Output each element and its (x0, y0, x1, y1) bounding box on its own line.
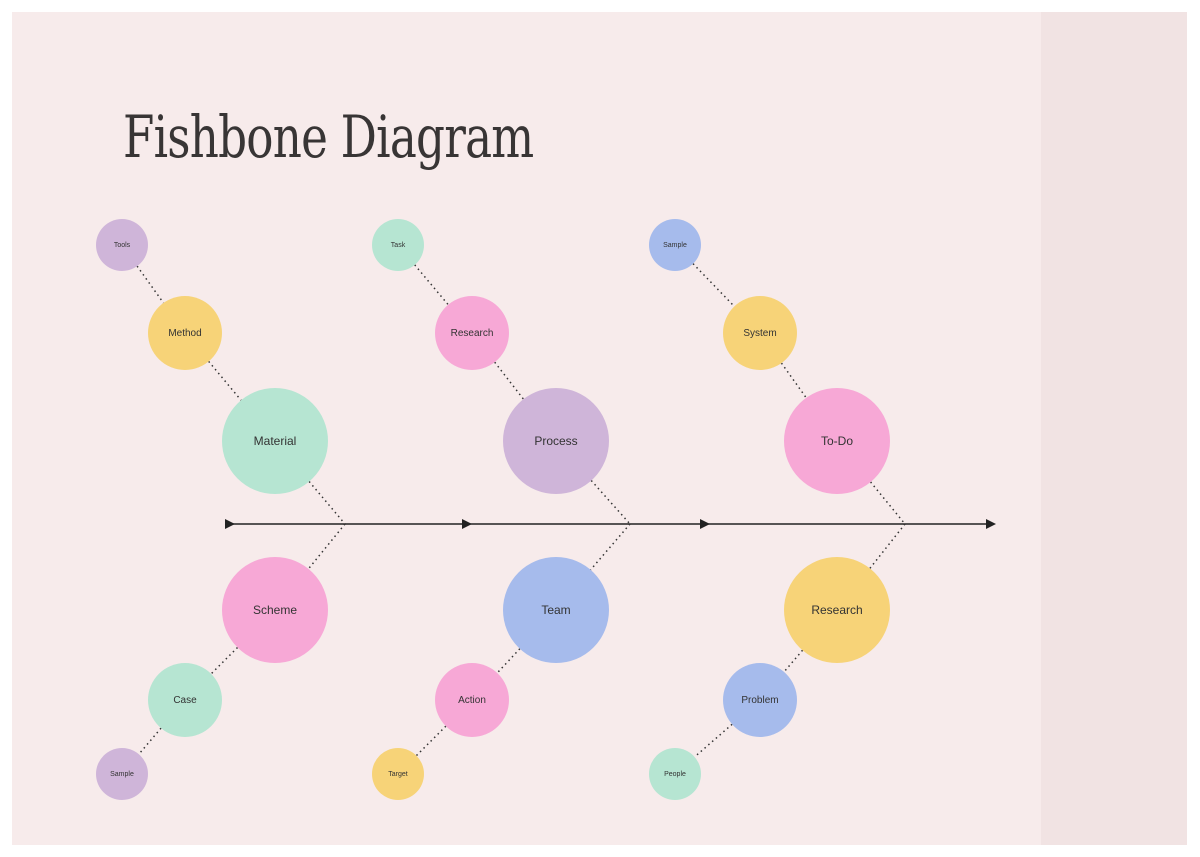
cause-node-tools[interactable]: Tools (96, 219, 148, 271)
cause-node-target[interactable]: Target (372, 748, 424, 800)
node-label: Tools (113, 241, 131, 249)
dotted-connector (869, 523, 906, 569)
dotted-connector (496, 648, 521, 674)
cause-node-people[interactable]: People (649, 748, 701, 800)
node-label: Team (541, 603, 571, 617)
cause-node-method[interactable]: Method (148, 296, 222, 370)
node-label: Process (534, 434, 578, 448)
dotted-connector (590, 480, 631, 525)
arrowhead-icon (462, 519, 472, 529)
cause-node-process[interactable]: Process (503, 388, 609, 494)
node-label: Case (173, 694, 197, 706)
node-label: Research (811, 603, 863, 617)
dotted-connector (590, 523, 631, 571)
node-label: Task (390, 241, 406, 249)
arrowhead-icon (700, 519, 710, 529)
cause-node-material[interactable]: Material (222, 388, 328, 494)
dotted-connector (494, 361, 525, 400)
node-label: Sample (663, 241, 687, 249)
diagram-title: Fishbone Diagram (123, 103, 534, 171)
node-label: To-Do (820, 434, 853, 448)
node-label: Research (450, 327, 494, 339)
dotted-connector (308, 481, 346, 525)
cause-node-research[interactable]: Research (435, 296, 509, 370)
node-label: People (664, 770, 686, 778)
bones (136, 263, 906, 758)
node-label: Sample (110, 770, 134, 778)
cause-node-system[interactable]: System (723, 296, 797, 370)
node-label: Method (168, 327, 202, 339)
node-label: Material (253, 434, 297, 448)
dotted-connector (694, 723, 733, 758)
cause-node-team[interactable]: Team (503, 557, 609, 663)
arrowhead-icon (986, 519, 996, 529)
cause-node-research[interactable]: Research (784, 557, 890, 663)
node-label: Target (388, 770, 408, 778)
dotted-connector (136, 265, 165, 304)
dotted-connector (210, 646, 239, 675)
side-panel (1041, 12, 1187, 845)
cause-node-sample[interactable]: Sample (649, 219, 701, 271)
dotted-connector (780, 362, 807, 399)
cause-node-to-do[interactable]: To-Do (784, 388, 890, 494)
node-label: Action (458, 694, 486, 706)
node-label: System (743, 327, 777, 339)
dotted-connector (692, 263, 735, 307)
cause-node-action[interactable]: Action (435, 663, 509, 737)
spine (225, 519, 996, 529)
cause-node-case[interactable]: Case (148, 663, 222, 737)
dotted-connector (208, 360, 242, 401)
node-label: Problem (741, 694, 779, 706)
arrowhead-icon (225, 519, 235, 529)
dotted-connector (783, 649, 804, 673)
cause-node-sample[interactable]: Sample (96, 748, 148, 800)
node-label: Scheme (252, 603, 298, 617)
dotted-connector (414, 264, 449, 306)
cause-node-scheme[interactable]: Scheme (222, 557, 328, 663)
dotted-connector (138, 727, 162, 755)
cause-node-task[interactable]: Task (372, 219, 424, 271)
dotted-connector (415, 725, 447, 757)
dotted-connector (307, 523, 346, 570)
dotted-connector (870, 481, 906, 525)
cause-node-problem[interactable]: Problem (723, 663, 797, 737)
